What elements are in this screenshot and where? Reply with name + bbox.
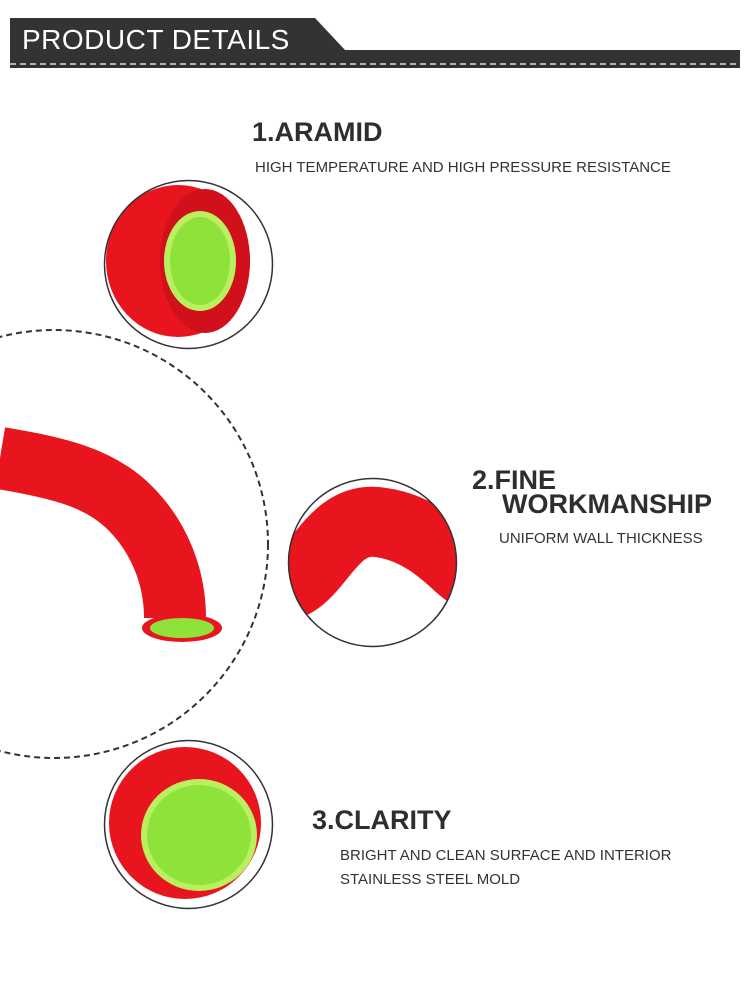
feature-3-title: 3.CLARITY (312, 805, 452, 835)
feature-2-title-line2: WORKMANSHIP (502, 489, 712, 519)
feature-2-desc: UNIFORM WALL THICKNESS (499, 530, 703, 547)
clarity-closeup-image (103, 739, 274, 910)
aramid-closeup-image (103, 179, 274, 350)
page-title: PRODUCT DETAILS (22, 24, 290, 55)
feature-3-desc-line1: BRIGHT AND CLEAN SURFACE AND INTERIOR (340, 847, 672, 864)
hose-overview-image (0, 329, 269, 759)
feature-3-desc-line2: STAINLESS STEEL MOLD (340, 871, 521, 888)
feature-2-title-line1: 2.FINE (472, 465, 557, 495)
feature-1-title: 1.ARAMID (252, 117, 383, 147)
header-banner-shape (10, 18, 740, 68)
workmanship-closeup-image (287, 477, 458, 648)
feature-1-desc: HIGH TEMPERATURE AND HIGH PRESSURE RESIS… (255, 159, 671, 176)
section-header: PRODUCT DETAILS (10, 18, 740, 68)
